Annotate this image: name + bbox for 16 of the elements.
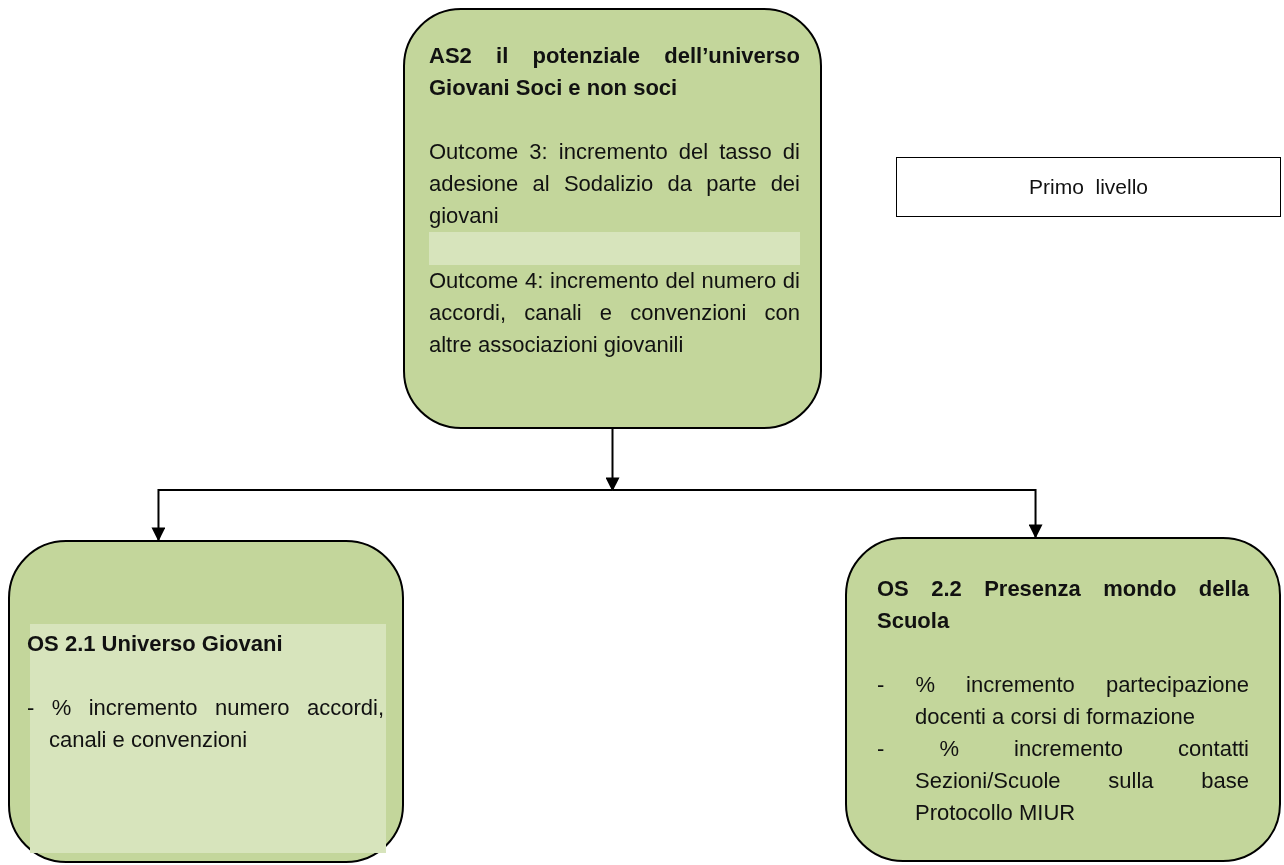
rounded-box (8, 540, 404, 863)
arrow (151, 489, 614, 542)
box-heading: AS2 il potenziale dell’universo Giovani Soci e non soci (429, 42, 800, 102)
rounded-box (403, 8, 822, 429)
box-text: - % incremento partecipazione docenti a corsi di formazione (877, 671, 1249, 731)
rounded-box (845, 537, 1281, 862)
arrow (611, 489, 1043, 539)
box-text: - % incremento contatti Sezioni/Scuole sulla base Protocollo MIUR (877, 735, 1249, 827)
box-text: Outcome 3: incremento del tasso di adesione al Sodalizio da parte dei giovani (429, 138, 800, 230)
box-text: Outcome 4: incremento del numero di accordi, canali e convenzioni con altre associazioni giovanili (429, 267, 800, 359)
box-heading: OS 2.1 Universo Giovani (27, 630, 284, 658)
level-label: Primo livello (1029, 175, 1148, 199)
box-heading: OS 2.2 Presenza mondo della Scuola (877, 575, 1249, 635)
arrow (605, 428, 620, 492)
level-box (896, 157, 1281, 217)
box-text: - % incremento numero accordi, canali e convenzioni (27, 694, 384, 754)
